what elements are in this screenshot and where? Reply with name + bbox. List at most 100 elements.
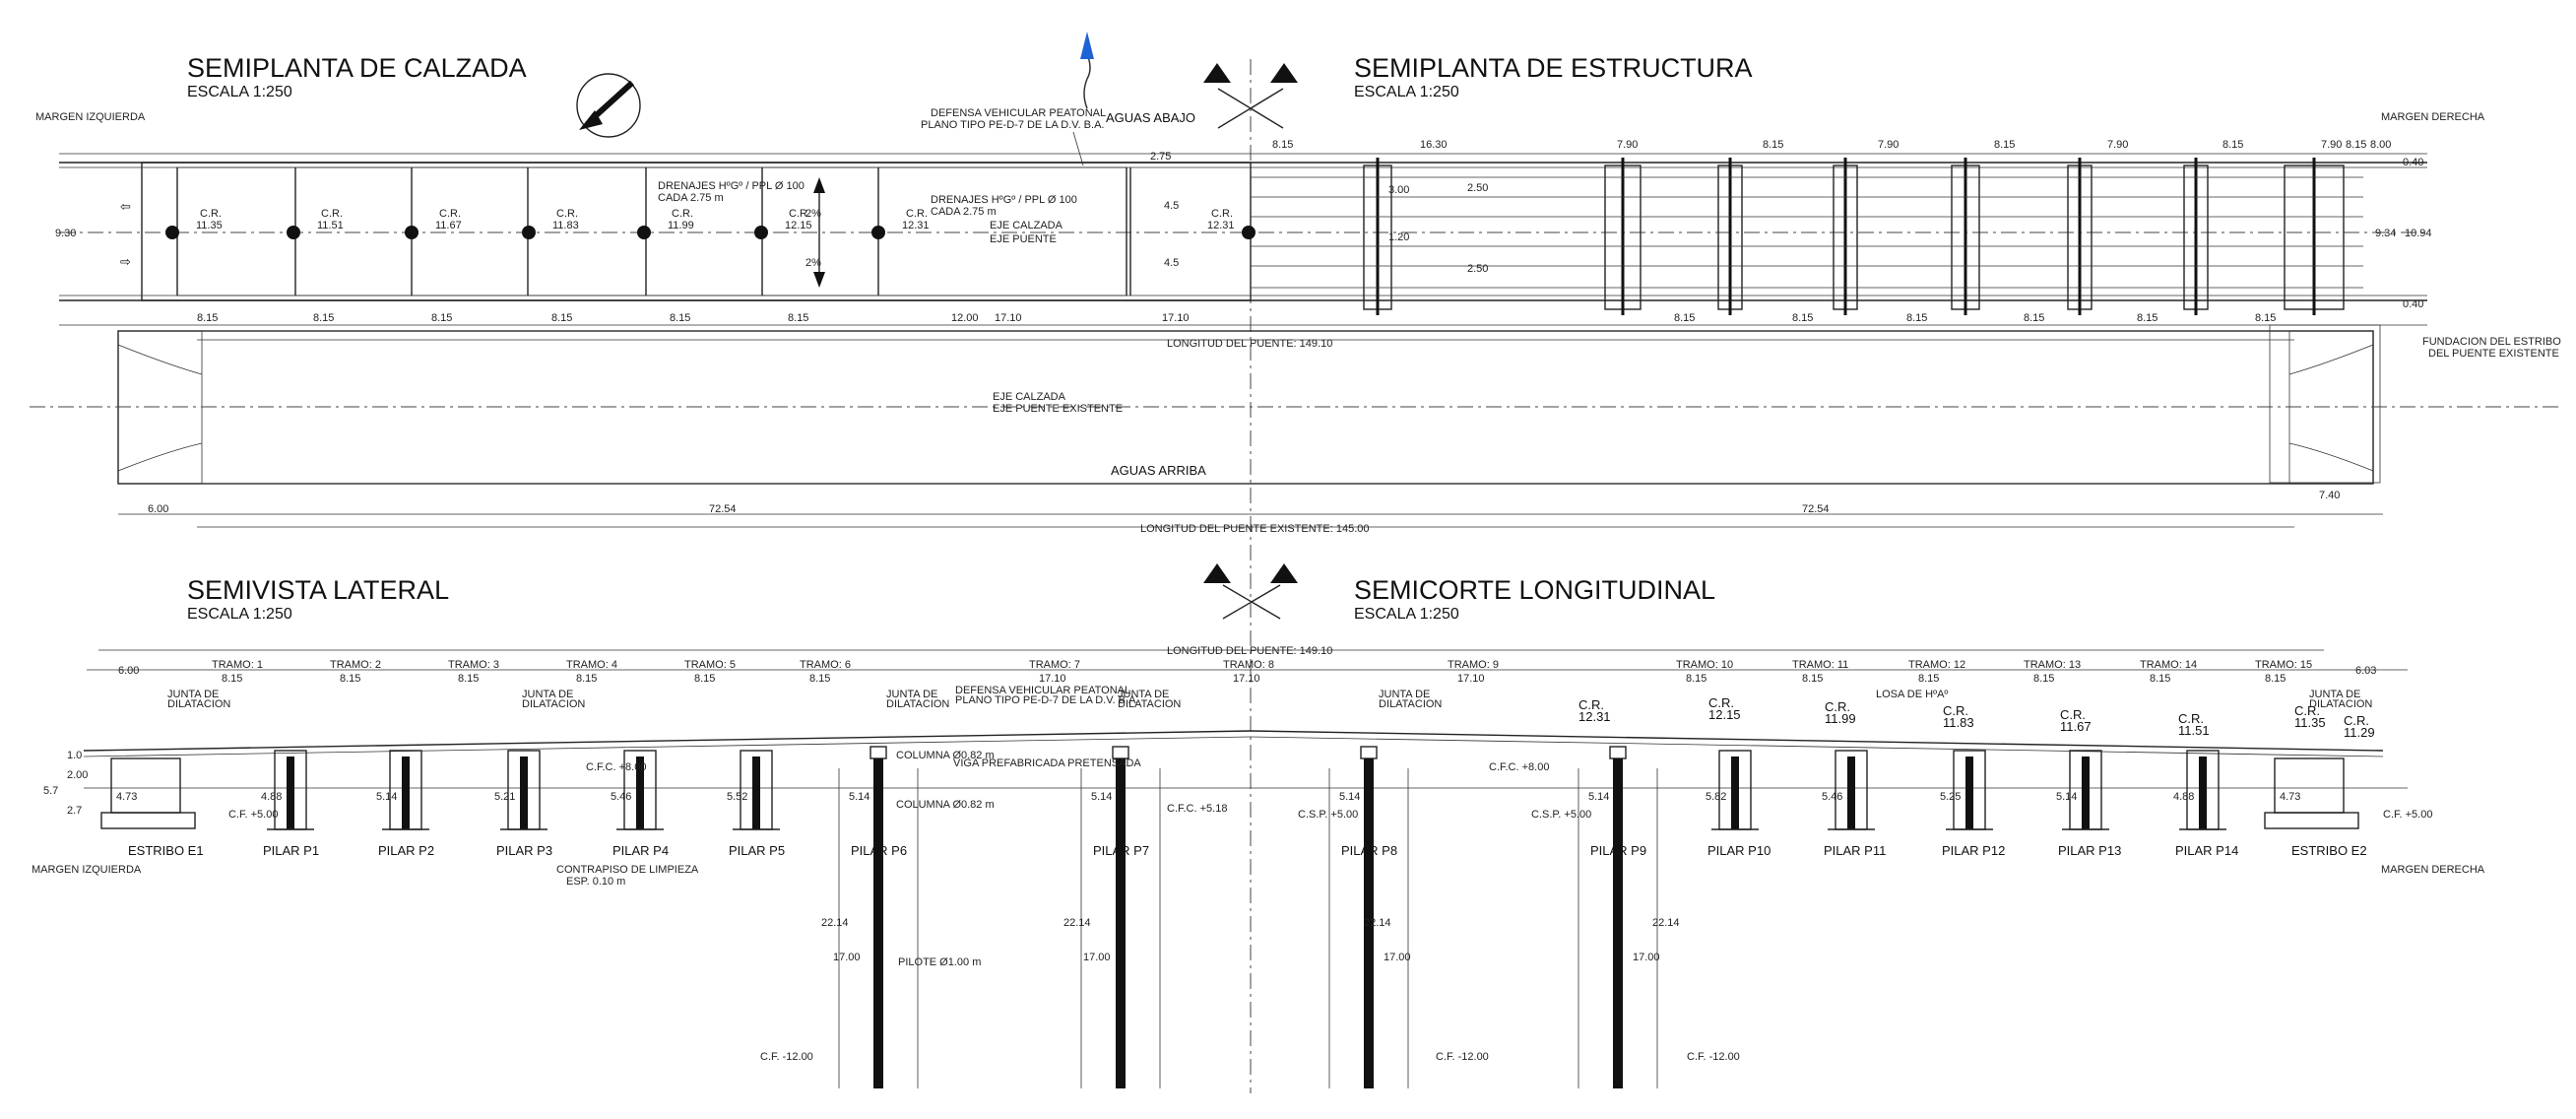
existing-half-right: 72.54 <box>1802 503 1830 515</box>
support-name: PILAR P3 <box>496 843 552 858</box>
side-level-value: 12.31 <box>1578 709 1611 724</box>
pier-column <box>636 757 644 829</box>
deep-cf-2: C.F. -12.00 <box>1436 1051 1489 1063</box>
pier-column <box>2199 757 2207 829</box>
plan-dim-top: 8.00 <box>2370 139 2391 151</box>
plan-dim-bottom: 8.15 <box>1792 312 1813 324</box>
support-name: PILAR P4 <box>612 843 669 858</box>
tramo-name: TRAMO: 6 <box>800 659 851 671</box>
pile-column <box>1613 758 1623 1088</box>
tramo-length: 8.15 <box>576 673 597 685</box>
support-name: PILAR P1 <box>263 843 319 858</box>
note-counterslab: CONTRAPISO DE LIMPIEZA <box>556 864 699 876</box>
support-height: 5.14 <box>2056 791 2077 803</box>
joint-label: JUNTA DE <box>167 689 219 700</box>
deep-cf-3: C.F. -12.00 <box>1687 1051 1740 1063</box>
abutment-footing <box>2264 812 2359 829</box>
plan-half-1: 4.5 <box>1164 200 1179 212</box>
joint-label: JUNTA DE <box>886 689 937 700</box>
support-name: ESTRIBO E2 <box>2291 843 2367 858</box>
scale-side-view: ESCALA 1:250 <box>187 606 292 623</box>
lane-arrow-right-icon: ⇨ <box>120 254 131 269</box>
joint-label: DILATACION <box>2309 698 2372 710</box>
joint-label: DILATACION <box>522 698 585 710</box>
plan-dim-top: 8.15 <box>1763 139 1783 151</box>
plan-width-right: 9.34 <box>2375 228 2396 239</box>
tramo-name: TRAMO: 7 <box>1029 659 1080 671</box>
tramo-length: 17.10 <box>1233 673 1260 685</box>
orientation-arrow-icon <box>576 73 641 138</box>
plan-level-value: 12.31 <box>1207 220 1235 231</box>
plan-dim-top: 8.15 <box>2346 139 2366 151</box>
tramo-length: 8.15 <box>809 673 830 685</box>
ground-cfc-left: C.F.C. +8.00 <box>586 761 646 773</box>
abutment <box>110 757 181 814</box>
support-name: PILAR P11 <box>1824 843 1886 858</box>
plan-level-label: C.R. <box>672 208 693 220</box>
side-end-right: 6.03 <box>2355 665 2376 677</box>
plan-level-value: 11.99 <box>668 220 694 231</box>
pile-column <box>1364 758 1374 1088</box>
flow-direction-icon <box>1080 32 1094 109</box>
pile-total-3: 22.14 <box>1364 917 1391 929</box>
tramo-name: TRAMO: 11 <box>1792 659 1848 671</box>
support-name: PILAR P9 <box>1590 843 1646 858</box>
pile-len-1: 17.00 <box>833 952 861 963</box>
support-name: PILAR P2 <box>378 843 434 858</box>
scale-long-section: ESCALA 1:250 <box>1354 606 1459 623</box>
existing-side-dim: 6.00 <box>148 503 168 515</box>
support-height: 5.14 <box>1339 791 1360 803</box>
pier-column <box>402 757 410 829</box>
slope-label-top: 2% <box>805 208 821 220</box>
plan-dim-top: 8.15 <box>1994 139 2015 151</box>
plan-level-label: C.R. <box>789 208 810 220</box>
plan-dim-bottom: 8.15 <box>670 312 690 324</box>
support-name: ESTRIBO E1 <box>128 843 204 858</box>
plan-dim-top: 7.90 <box>2321 139 2342 151</box>
plan-dim-top: 8.15 <box>2222 139 2243 151</box>
note-pile: PILOTE Ø1.00 m <box>898 956 981 968</box>
plan-dim-e3: 3.00 <box>1388 184 1409 196</box>
plan-level-value: 11.35 <box>196 220 223 231</box>
plan-level-label: C.R. <box>556 208 578 220</box>
plan-dim-top: 16.30 <box>1420 139 1448 151</box>
abut-dim-c: 5.7 <box>43 785 58 797</box>
note-column-2: COLUMNA Ø0.82 m <box>896 799 995 811</box>
plan-dim-bottom: 8.15 <box>313 312 334 324</box>
pier-column <box>520 757 528 829</box>
margin-right-top: MARGEN DERECHA <box>2381 111 2485 123</box>
pile-column <box>1116 758 1126 1088</box>
support-height: 4.73 <box>2280 791 2300 803</box>
joint-label: DILATACION <box>886 698 949 710</box>
title-side-view: SEMIVISTA LATERAL <box>187 575 449 605</box>
plan-dim-top: 7.90 <box>1878 139 1899 151</box>
tramo-length: 17.10 <box>1039 673 1066 685</box>
tramo-name: TRAMO: 5 <box>684 659 736 671</box>
drains-note-a2: CADA 2.75 m <box>658 192 724 204</box>
slope-label-bottom: 2% <box>805 257 821 269</box>
support-height: 5.46 <box>1822 791 1842 803</box>
plan-dim-e4b: 2.50 <box>1467 263 1488 275</box>
support-height: 4.88 <box>261 791 282 803</box>
tramo-length: 8.15 <box>1686 673 1707 685</box>
pier-column <box>752 757 760 829</box>
plan-dim-e1: 2.75 <box>1150 151 1171 163</box>
level-marker-icon <box>165 226 179 239</box>
tramo-name: TRAMO: 12 <box>1908 659 1965 671</box>
plan-dim-bottom: 17.10 <box>995 312 1022 324</box>
new-bridge-length: LONGITUD DEL PUENTE: 149.10 <box>1167 338 1332 350</box>
pile-len-4: 17.00 <box>1633 952 1660 963</box>
tramo-name: TRAMO: 10 <box>1676 659 1733 671</box>
flow-down-label: AGUAS ABAJO <box>1106 110 1195 125</box>
support-name: PILAR P8 <box>1341 843 1397 858</box>
plan-level-value: 11.67 <box>435 220 462 231</box>
tramo-length: 8.15 <box>2265 673 2286 685</box>
plan-dim-bottom: 17.10 <box>1162 312 1190 324</box>
note-slab: LOSA DE HºAº <box>1876 689 1948 700</box>
plan-dim-bottom: 8.15 <box>551 312 572 324</box>
side-level-label: C.R. <box>1943 703 1968 718</box>
pier-cap <box>869 746 887 759</box>
side-level-value: 11.51 <box>2178 723 2210 738</box>
margin-right-bottom: MARGEN DERECHA <box>2381 864 2485 876</box>
